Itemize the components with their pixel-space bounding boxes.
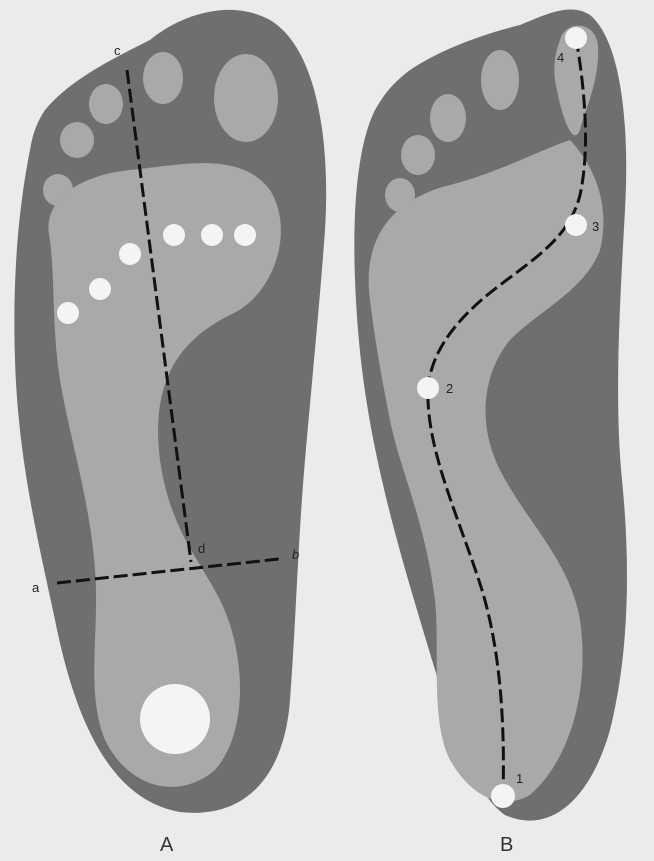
toe-a-big: [214, 54, 278, 142]
toe-b-2: [481, 50, 519, 110]
point-label-3: 3: [592, 219, 599, 234]
pressure-dot: [57, 302, 79, 324]
point-label-1: 1: [516, 771, 523, 786]
point-marker-3: [565, 214, 587, 236]
toe-a-2: [143, 52, 183, 104]
panel-a: c d a b A: [14, 10, 326, 856]
panel-b: 4 3 2 1 B: [354, 10, 627, 856]
heel-pressure-dot: [140, 684, 210, 754]
point-marker-4: [565, 27, 587, 49]
panel-b-label: B: [500, 834, 513, 856]
pressure-dot: [89, 278, 111, 300]
toe-a-4: [60, 122, 94, 158]
panel-a-label: A: [160, 834, 174, 856]
pressure-dot: [119, 243, 141, 265]
toe-a-3: [89, 84, 123, 124]
point-label-2: 2: [446, 381, 453, 396]
label-a: a: [32, 580, 40, 595]
label-c: c: [114, 43, 121, 58]
toe-b-4: [401, 135, 435, 175]
point-marker-1: [491, 784, 515, 808]
label-d: d: [198, 541, 205, 556]
pressure-dot: [163, 224, 185, 246]
pressure-dot: [201, 224, 223, 246]
point-label-4: 4: [557, 50, 564, 65]
pressure-dot: [234, 224, 256, 246]
toe-b-3: [430, 94, 466, 142]
label-b: b: [292, 547, 299, 562]
point-marker-2: [417, 377, 439, 399]
